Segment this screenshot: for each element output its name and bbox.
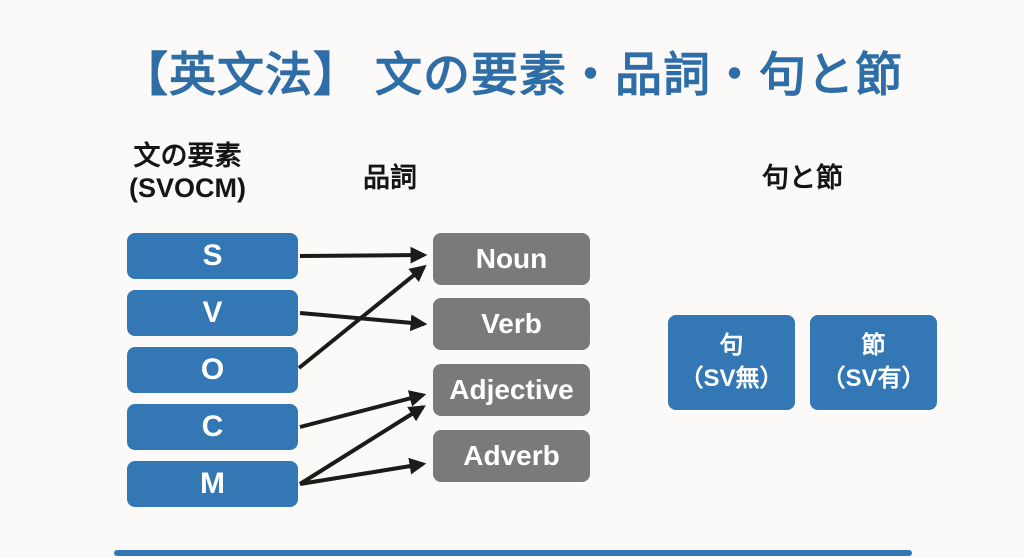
header-parts-of-speech: 品詞 — [363, 163, 417, 193]
pos-box-adverb: Adverb — [433, 430, 590, 482]
header-sentence-elements-line1: 文の要素 — [133, 141, 242, 171]
pos-box-noun: Noun — [433, 233, 590, 285]
arrow-s-to-noun — [299, 246, 428, 264]
phrase-box-note: （SV無） — [679, 364, 784, 392]
clause-box: 節 （SV有） — [810, 315, 937, 410]
element-box-o: O — [127, 347, 298, 393]
arrow-o-to-noun — [297, 264, 427, 370]
arrow-c-to-adjective — [299, 390, 427, 429]
clause-box-note: （SV有） — [821, 364, 926, 392]
pos-box-verb: Verb — [433, 298, 590, 350]
phrase-box-name: 句 — [719, 332, 744, 360]
element-box-c: C — [127, 404, 298, 450]
header-sentence-elements: 文の要素 (SVOCM) — [115, 140, 260, 205]
arrow-m-to-adjective — [298, 405, 426, 486]
pos-box-adjective: Adjective — [433, 364, 590, 416]
phrase-box: 句 （SV無） — [668, 315, 795, 410]
page-title: 【英文法】 文の要素・品詞・句と節 — [120, 48, 904, 101]
arrow-v-to-verb — [299, 311, 428, 332]
arrow-m-to-adverb — [299, 457, 427, 486]
element-box-m: M — [127, 461, 298, 507]
clause-box-name: 節 — [861, 332, 886, 360]
element-box-v: V — [127, 290, 298, 336]
element-box-s: S — [127, 233, 298, 279]
header-sentence-elements-line2: (SVOCM) — [129, 173, 246, 204]
header-phrase-clause: 句と節 — [762, 163, 843, 193]
footer-accent-bar — [114, 550, 912, 556]
